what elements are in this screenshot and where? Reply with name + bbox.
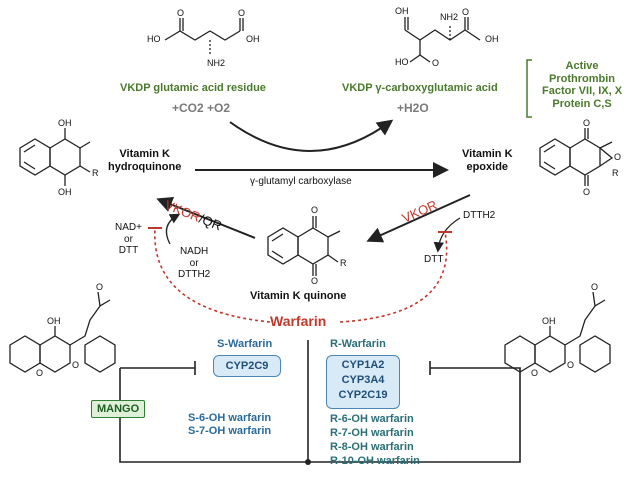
r-warfarin-title: R-Warfarin bbox=[330, 338, 386, 350]
wr-oh: OH bbox=[542, 316, 556, 326]
left-reductants: NADH or DTTH2 bbox=[178, 246, 210, 281]
warfarin-inhibition-left bbox=[154, 227, 271, 323]
wl-oh: OH bbox=[47, 316, 61, 326]
hq-oh-top: OH bbox=[58, 118, 72, 128]
gla-oh-top: OH bbox=[395, 6, 409, 16]
hq-oh-bottom: OH bbox=[58, 187, 72, 197]
glu-oh: OH bbox=[246, 34, 260, 44]
glutamic-acid-structure bbox=[164, 18, 244, 56]
wr-o-carbonyl: O bbox=[567, 360, 575, 370]
s-metabolite-0: S-6-OH warfarin bbox=[188, 412, 272, 424]
quinone-structure bbox=[267, 216, 341, 276]
nadh-curve bbox=[165, 213, 181, 245]
active-protein-1: Prothrombin bbox=[549, 72, 616, 85]
left-product-1: or bbox=[124, 233, 133, 245]
gla-o-bottom: O bbox=[432, 58, 440, 68]
metabolism-network bbox=[119, 340, 521, 463]
r-metabolite-3: R-10-OH warfarin bbox=[330, 455, 420, 467]
gla-oh-right: OH bbox=[485, 34, 499, 44]
s-metabolites: S-6-OH warfarin S-7-OH warfarin bbox=[188, 412, 271, 437]
gla-structure bbox=[404, 17, 481, 63]
r-metabolite-0: R-6-OH warfarin bbox=[330, 413, 414, 425]
r-metabolite-2: R-8-OH warfarin bbox=[330, 441, 414, 453]
glutamic-label: VKDP glutamic acid residue bbox=[120, 82, 266, 94]
vkor-qr-arrow bbox=[156, 197, 256, 239]
dtth2-curve bbox=[433, 217, 461, 253]
s-warfarin-title: S-Warfarin bbox=[217, 338, 273, 350]
r-metabolite-1: R-7-OH warfarin bbox=[330, 427, 414, 439]
left-product-0: NAD+ bbox=[115, 222, 142, 233]
warfarin-left-structure bbox=[9, 291, 116, 373]
ep-o3: O bbox=[614, 152, 622, 162]
r-metabolites: R-6-OH warfarin R-7-OH warfarin R-8-OH w… bbox=[330, 412, 420, 468]
active-protein-0: Active bbox=[565, 60, 599, 72]
left-reductant-1: or bbox=[189, 257, 199, 269]
glu-o2: O bbox=[238, 8, 246, 18]
network-node bbox=[305, 459, 311, 465]
warfarin-right-structure bbox=[504, 291, 611, 373]
s-metabolite-1: S-7-OH warfarin bbox=[188, 424, 272, 437]
gla-ho-bottom: HO bbox=[395, 57, 409, 67]
right-reductant: DTTH2 bbox=[463, 210, 496, 221]
warfarin-inhibition-right bbox=[339, 231, 448, 323]
hydroquinone-label-line2: hydroquinone bbox=[108, 160, 182, 173]
q-o-bottom: O bbox=[311, 276, 319, 286]
q-r: R bbox=[340, 258, 347, 268]
glutamic-inputs: +CO2 +O2 bbox=[172, 101, 231, 115]
right-product: DTT bbox=[424, 254, 444, 265]
epoxide-label-line1: Vitamin K bbox=[462, 148, 513, 160]
left-product-2: DTT bbox=[118, 245, 139, 256]
ep-r: R bbox=[612, 168, 619, 178]
r-cyp-box: CYP1A2 CYP3A4 CYP2C19 bbox=[326, 355, 400, 409]
q-o-top: O bbox=[311, 205, 319, 215]
left-reductant-0: NADH bbox=[179, 246, 209, 257]
active-proteins-bracket bbox=[526, 59, 532, 118]
r-enzyme-0: CYP1A2 bbox=[341, 359, 385, 371]
quinone-label: Vitamin K quinone bbox=[250, 290, 347, 302]
epoxide-label: Vitamin K epoxide bbox=[462, 148, 513, 173]
wr-o-ketone: O bbox=[591, 282, 599, 292]
ep-o1: O bbox=[583, 118, 591, 128]
wl-o-carbonyl: O bbox=[72, 360, 80, 370]
gla-output: +H2O bbox=[397, 101, 429, 115]
epoxide-label-line2: epoxide bbox=[466, 160, 509, 173]
glu-ho: HO bbox=[147, 34, 161, 44]
carboxylase-arc bbox=[229, 119, 394, 152]
mango-label: MANGO bbox=[91, 400, 146, 418]
cyp2c9-box: CYP2C9 bbox=[213, 355, 281, 377]
hydroquinone-label-line1: Vitamin K bbox=[119, 148, 170, 160]
gla-nh2: NH2 bbox=[440, 12, 459, 22]
gla-o-top: O bbox=[462, 7, 470, 17]
wl-o-ketone: O bbox=[96, 282, 104, 292]
left-reductant-2: DTTH2 bbox=[178, 269, 211, 280]
gla-label: VKDP γ-carboxyglutamic acid bbox=[342, 82, 498, 94]
glu-nh2: NH2 bbox=[207, 58, 226, 68]
active-protein-2: Factor VII, IX, X bbox=[542, 85, 623, 98]
hq-r: R bbox=[92, 168, 99, 178]
hydroquinone-structure bbox=[19, 128, 91, 186]
left-products: NAD+ or DTT bbox=[115, 222, 142, 257]
wl-o-ring: O bbox=[36, 368, 44, 378]
r-enzyme-2: CYP2C19 bbox=[338, 389, 388, 401]
glu-o1: O bbox=[177, 8, 185, 18]
epoxide-structure bbox=[539, 128, 614, 186]
vkor-right-arrow bbox=[366, 194, 471, 243]
wr-o-ring: O bbox=[531, 368, 539, 378]
carboxylase-label: γ-glutamyl carboxylase bbox=[250, 176, 352, 187]
active-proteins-list: Active Prothrombin Factor VII, IX, X Pro… bbox=[542, 60, 622, 111]
warfarin-label: Warfarin bbox=[270, 313, 327, 329]
active-protein-3: Protein C,S bbox=[552, 97, 612, 110]
ep-o2: O bbox=[583, 187, 591, 197]
r-enzyme-1: CYP3A4 bbox=[341, 374, 385, 386]
hydroquinone-label: Vitamin K hydroquinone bbox=[108, 148, 181, 173]
